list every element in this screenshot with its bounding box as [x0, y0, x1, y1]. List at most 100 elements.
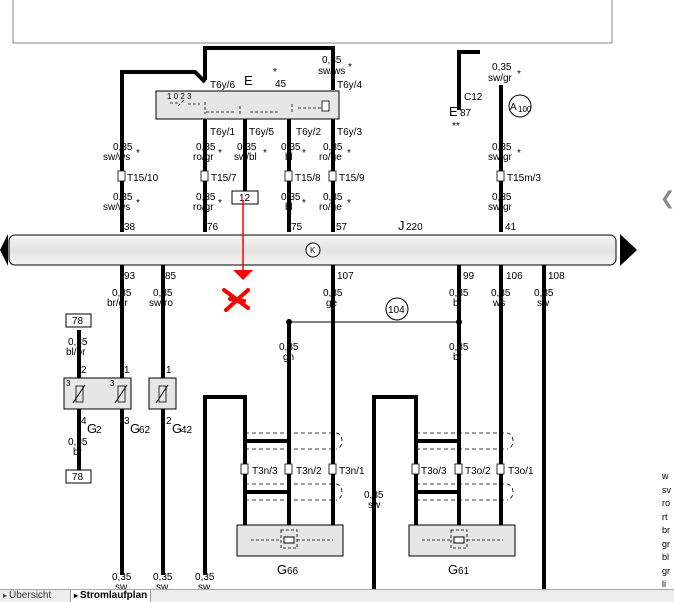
- wire-e87: [457, 50, 480, 110]
- wire-label-size: 0,35: [113, 192, 133, 203]
- g61-element: [450, 529, 468, 549]
- bus-symbol: K: [310, 246, 316, 255]
- scroll-left-icon[interactable]: ❮: [660, 188, 674, 209]
- sensor-element: [75, 385, 84, 403]
- conn-t6y1: T6y/1: [210, 127, 235, 138]
- wire-label-star: *: [347, 198, 351, 209]
- page-frame-top: [12, 0, 613, 44]
- wire-label-size: 0,35: [279, 342, 299, 353]
- g66-element-core: [283, 536, 295, 544]
- wire-label-size: 0,35: [196, 192, 216, 203]
- wire-label-size: 0,35: [492, 192, 512, 203]
- junction-dot: [286, 319, 292, 325]
- wire-label-star: *: [263, 148, 267, 159]
- g61-number: 61: [458, 566, 470, 577]
- wire-label-size: 0,35: [323, 192, 343, 203]
- conn-t6y2: T6y/2: [296, 127, 321, 138]
- g61-prefix: G: [448, 562, 458, 577]
- wire-label-color: sw/gr: [488, 202, 513, 213]
- sensor-element: [117, 385, 126, 403]
- e45-number: 45: [275, 79, 287, 90]
- g2-number: 2: [96, 425, 102, 436]
- g66-element: [280, 529, 298, 549]
- g66-conn-2: T3n/2: [296, 466, 322, 477]
- ref-box-12: [231, 190, 259, 205]
- legend-item: w: [662, 471, 669, 481]
- legend-item: bl: [662, 552, 670, 562]
- legend-item: gr: [662, 538, 671, 549]
- legend-item: gr: [662, 565, 671, 576]
- ref-box-78-top: [65, 313, 92, 328]
- pin-label: 3: [110, 379, 115, 388]
- wire-label-star: *: [218, 148, 222, 159]
- t6y-pins: T6y/1 T6y/5 T6y/2 T6y/3: [210, 127, 362, 138]
- lower-wire-labels: 0,35 br/gr 0,35 sw/ro 0,35 ge 0,35 br 0,…: [107, 288, 554, 511]
- tab-label: Stromlaufplan: [80, 590, 148, 601]
- bus-pin-bottom: 107: [337, 271, 354, 282]
- junction-dot: [456, 319, 462, 325]
- conn-t15-8: T15/8: [295, 173, 321, 184]
- tab-uebersicht[interactable]: ▸Übersicht: [0, 590, 54, 602]
- bus-pin-bottom: 106: [506, 271, 523, 282]
- g61-shield-bars: [416, 439, 459, 494]
- wire-label-size: 0,35: [112, 572, 132, 583]
- bus-pin-bottom: 85: [165, 271, 177, 282]
- pin-label: 1: [166, 365, 172, 376]
- wire-top-star: *: [348, 62, 352, 73]
- bus-pin-bottom: 99: [463, 271, 475, 282]
- wire-label-color: sw/gr: [488, 152, 513, 163]
- junction-104-label: 104: [388, 305, 405, 316]
- wire-label-color: bl/br: [66, 347, 86, 358]
- wire-label-star: *: [302, 148, 306, 159]
- legend-item: ro: [662, 498, 671, 508]
- g61-conn-1: T3o/3: [421, 466, 447, 477]
- connector-symbols-t15: [117, 170, 505, 182]
- tab-stromlaufplan[interactable]: ▸Stromlaufplan: [70, 590, 152, 602]
- wire-label-size: 0,35: [153, 572, 173, 583]
- wire-label-color: sw: [368, 500, 381, 511]
- g66-shield-bars: [245, 439, 289, 494]
- g66-prefix: G: [277, 562, 287, 577]
- wire-label-color: bl: [285, 152, 293, 163]
- wire-label-color: br/gr: [107, 298, 128, 309]
- bus-pin-top: 76: [207, 222, 219, 233]
- wire-label-color: ro/ge: [319, 152, 342, 163]
- wire-label-size: 0,35: [491, 288, 511, 299]
- wire-label-color: sw/ro: [149, 298, 173, 309]
- wire-label-color: sw/ws: [103, 202, 130, 213]
- g66-number: 66: [287, 566, 299, 577]
- wire-sw-ws-left: [120, 70, 207, 163]
- ref-box-78-top-label: 78: [72, 316, 84, 327]
- pin-label: 4: [81, 416, 87, 427]
- wire-label-size: 0,35: [237, 142, 257, 153]
- wire-top-color: sw/ws: [318, 66, 345, 77]
- wire-label-size: 0,35: [196, 142, 216, 153]
- e87-stars: **: [452, 121, 460, 132]
- legend-item: sv: [662, 484, 671, 495]
- g66-shield: [245, 432, 343, 501]
- wire-label-size: 0,35: [534, 288, 554, 299]
- tab-label: Übersicht: [9, 590, 52, 601]
- wire-label-color: bl: [285, 202, 293, 213]
- wire-label-color: ws: [492, 298, 505, 309]
- e45-star: *: [273, 67, 277, 78]
- sheet-tab-bar: ▸Übersicht ▸Stromlaufplan: [0, 589, 674, 602]
- conn-t6y3: T6y/3: [337, 127, 362, 138]
- g66-conn-1: T3n/3: [252, 466, 278, 477]
- wire-label-star: *: [136, 198, 140, 209]
- e87-prefix: E: [449, 104, 458, 119]
- lower-vertical-wires: [77, 265, 546, 592]
- pin-label: 1: [124, 365, 130, 376]
- e87-number: 87: [460, 108, 472, 119]
- g61-connectors: [411, 463, 505, 475]
- conn-t6y4: T6y/4: [337, 80, 362, 91]
- g61-conn-2: T3o/2: [465, 466, 491, 477]
- conn-t15m-3: T15m/3: [507, 173, 541, 184]
- g42-number: 42: [181, 425, 193, 436]
- sensor-element: [158, 385, 167, 403]
- junction-104-circle: [385, 297, 409, 321]
- wire-label-size: 0,35: [323, 288, 343, 299]
- wire-top-size: 0,35: [322, 55, 342, 66]
- ref-box-78-bottom: [65, 469, 92, 484]
- wire-label-size: 0,35: [153, 288, 173, 299]
